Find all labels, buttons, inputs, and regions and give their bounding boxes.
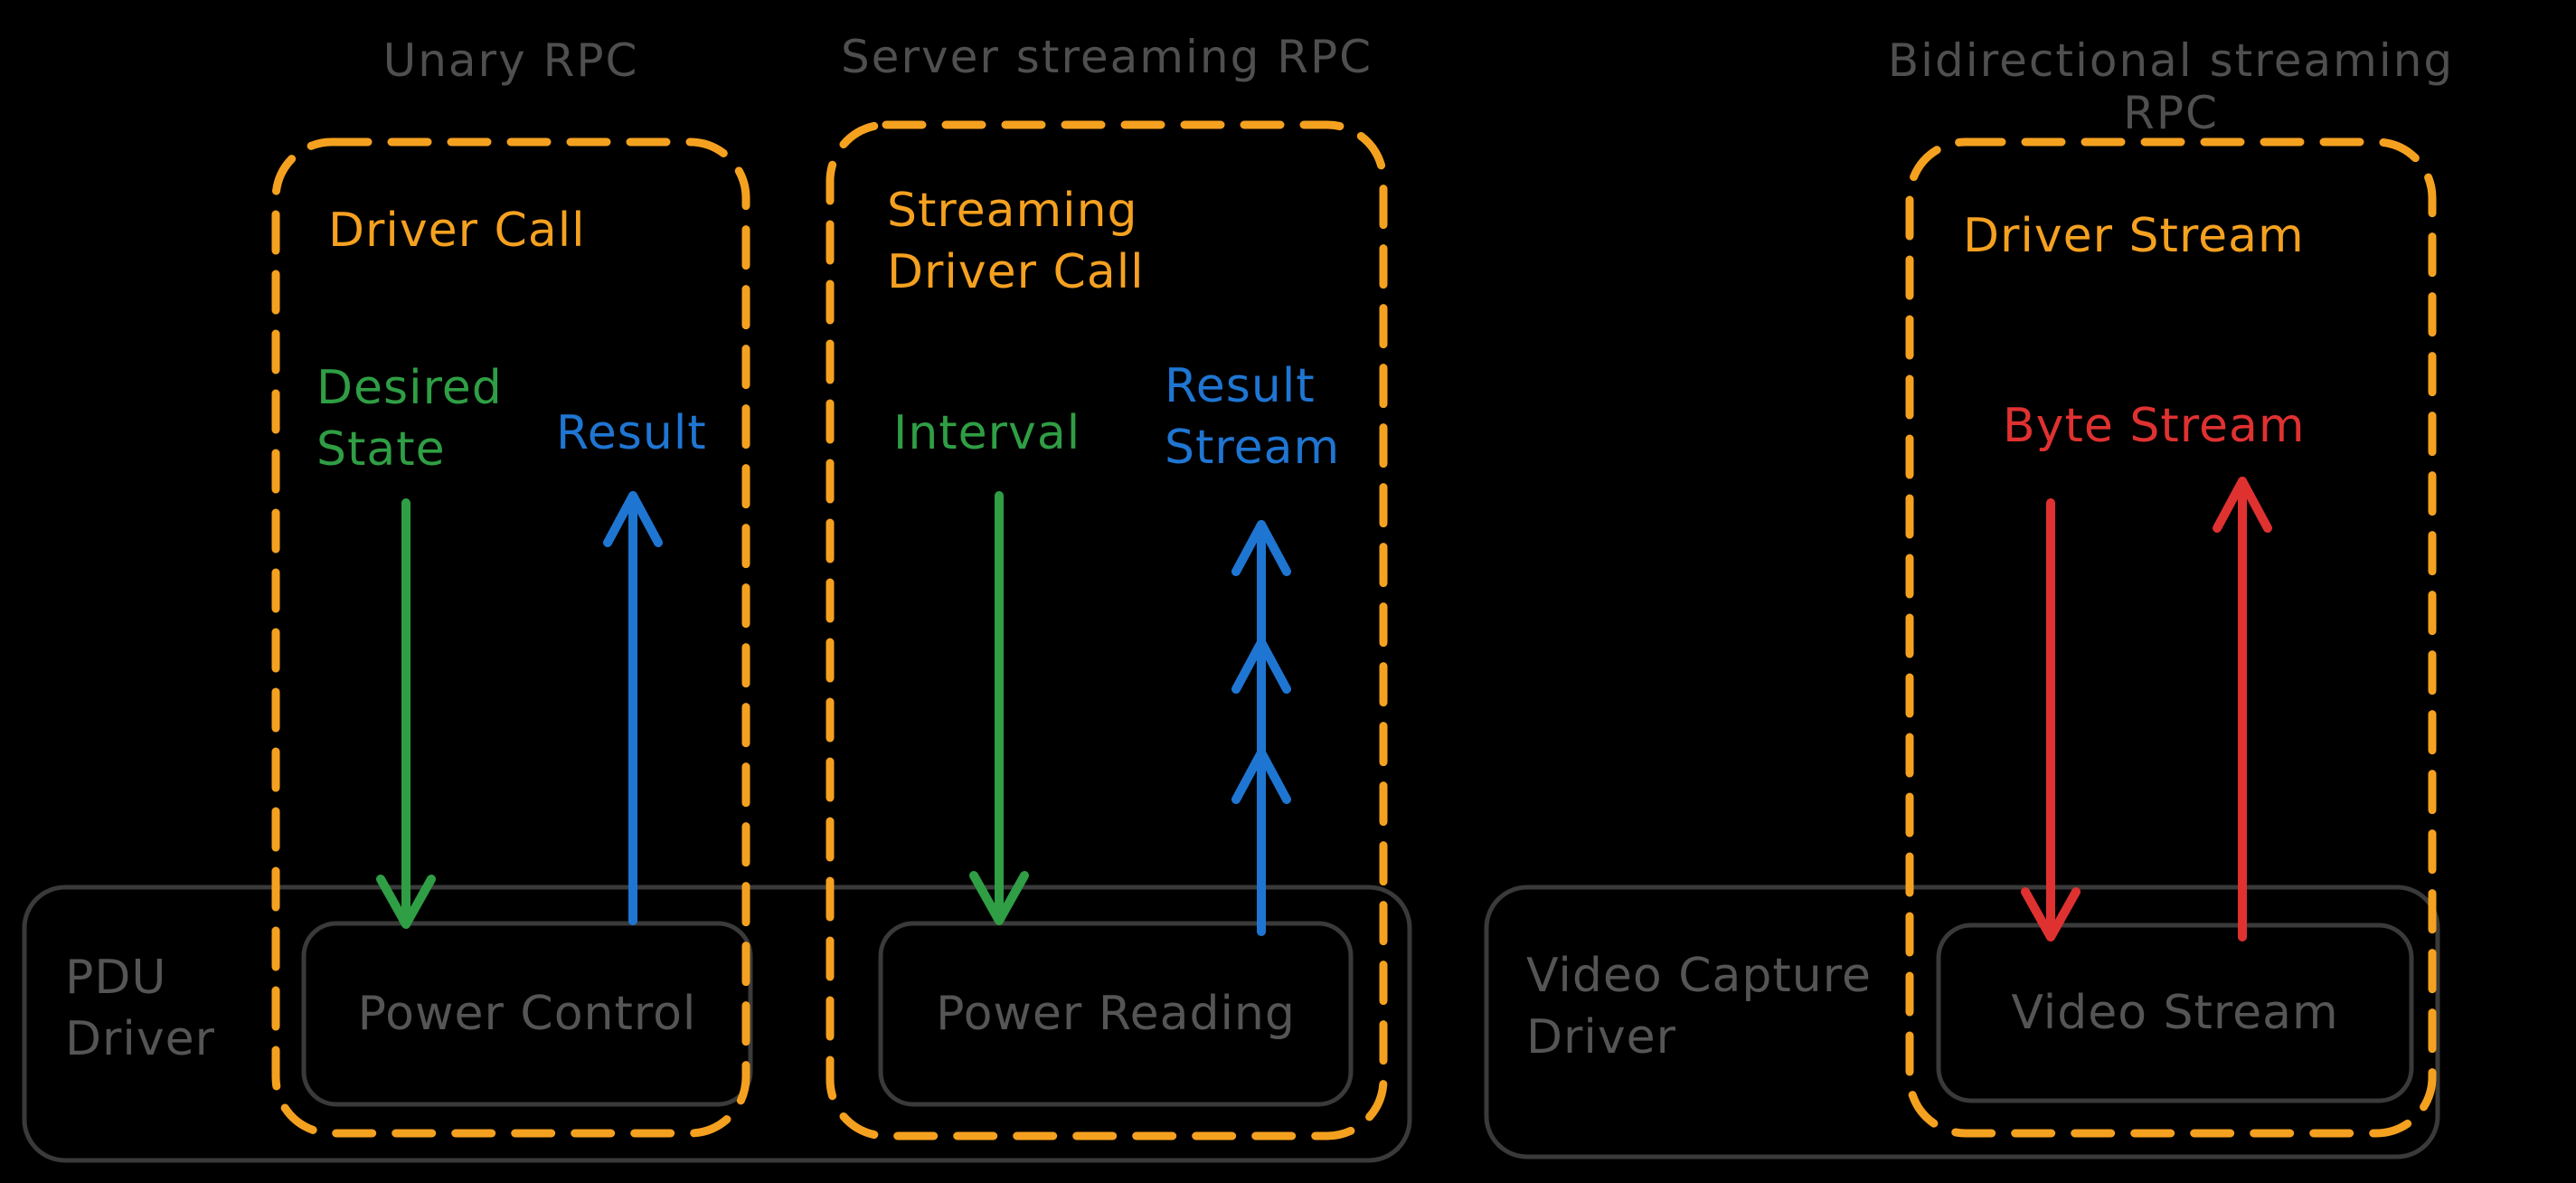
pdu-driver-label: PDU Driver bbox=[65, 951, 216, 1066]
power-reading-label: Power Reading bbox=[936, 987, 1296, 1041]
video-capture-driver-label: Video Capture Driver bbox=[1526, 949, 1888, 1065]
server-streaming-rpc-box bbox=[826, 120, 1388, 1140]
result-stream-arrow-up bbox=[1231, 520, 1291, 936]
video-stream-label: Video Stream bbox=[2011, 986, 2339, 1040]
byte-stream-label: Byte Stream bbox=[2003, 399, 2306, 453]
bidirectional-rpc-title: Bidirectional streaming RPC bbox=[1887, 34, 2455, 139]
streaming-driver-call-label: Streaming Driver Call bbox=[887, 184, 1155, 299]
byte-stream-arrow-down bbox=[2021, 498, 2081, 942]
unary-rpc-box bbox=[271, 137, 750, 1138]
video-capture-driver-container bbox=[1484, 885, 2440, 1159]
bidirectional-rpc-box bbox=[1905, 137, 2437, 1138]
result-label: Result bbox=[556, 406, 707, 460]
interval-label: Interval bbox=[893, 406, 1081, 460]
driver-stream-label: Driver Stream bbox=[1963, 209, 2305, 263]
byte-stream-arrow-up bbox=[2213, 477, 2272, 942]
power-control-label: Power Control bbox=[357, 987, 697, 1041]
unary-rpc-title: Unary RPC bbox=[382, 34, 639, 87]
pdu-driver-container bbox=[22, 885, 1412, 1163]
driver-call-label: Driver Call bbox=[328, 203, 586, 258]
power-control-box bbox=[301, 921, 753, 1107]
interval-arrow-down bbox=[969, 491, 1029, 925]
video-stream-box bbox=[1936, 923, 2414, 1103]
desired-state-arrow-down bbox=[376, 498, 436, 929]
result-stream-label: Result Stream bbox=[1165, 359, 1341, 475]
server-streaming-rpc-title: Server streaming RPC bbox=[840, 31, 1373, 83]
desired-state-label: Desired State bbox=[316, 361, 519, 477]
power-reading-box bbox=[878, 921, 1354, 1107]
result-arrow-up bbox=[603, 491, 663, 925]
